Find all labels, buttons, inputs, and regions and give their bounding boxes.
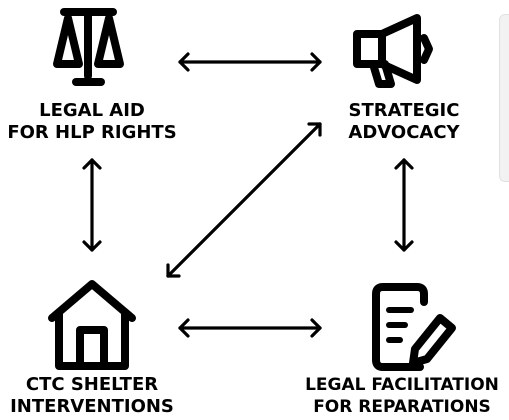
node-advocacy-label: STRATEGIC ADVOCACY bbox=[348, 100, 459, 144]
arrow-legal-aid-advocacy bbox=[178, 52, 322, 72]
arrow-advocacy-reparations bbox=[394, 158, 414, 252]
node-legal-aid-label: LEGAL AID FOR HLP RIGHTS bbox=[7, 100, 176, 144]
arrow-shelter-reparations bbox=[178, 318, 322, 338]
shelter-line1: CTC SHELTER bbox=[25, 374, 159, 395]
megaphone-icon bbox=[353, 14, 433, 88]
legal-aid-line2: FOR HLP RIGHTS bbox=[7, 122, 177, 143]
node-reparations-label: LEGAL FACILITATION FOR REPARATIONS bbox=[305, 374, 499, 418]
advocacy-line1: STRATEGIC bbox=[348, 100, 460, 121]
reparations-line2: FOR REPARATIONS bbox=[313, 397, 491, 417]
reparations-line1: LEGAL FACILITATION bbox=[305, 375, 499, 395]
document-pen-icon bbox=[372, 283, 456, 371]
advocacy-line2: ADVOCACY bbox=[348, 122, 460, 143]
arrow-shelter-advocacy bbox=[166, 122, 322, 278]
arrow-legal-aid-shelter bbox=[82, 158, 102, 252]
house-icon bbox=[48, 280, 136, 370]
legal-aid-line1: LEGAL AID bbox=[39, 100, 145, 121]
scales-icon bbox=[53, 8, 124, 86]
shelter-line2: INTERVENTIONS bbox=[10, 396, 174, 417]
side-panel bbox=[499, 14, 509, 182]
node-shelter-label: CTC SHELTER INTERVENTIONS bbox=[10, 374, 174, 418]
